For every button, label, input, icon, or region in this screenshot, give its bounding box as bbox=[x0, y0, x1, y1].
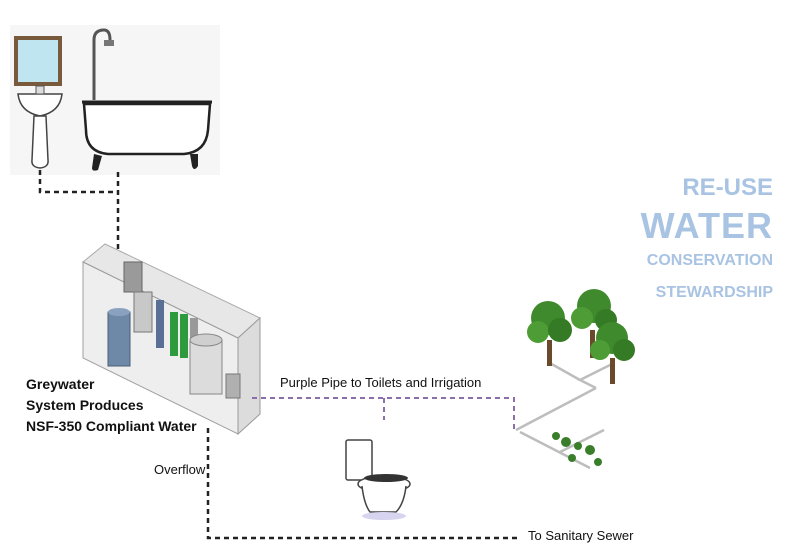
system-caption-line: NSF-350 Compliant Water bbox=[26, 418, 197, 434]
keyword-stewardship: STEWARDSHIP bbox=[655, 284, 773, 301]
system-caption: Greywater System Produces NSF-350 Compli… bbox=[26, 374, 197, 437]
keyword-water: WATER bbox=[640, 205, 773, 246]
tree-icon bbox=[527, 301, 572, 366]
sink-icon bbox=[17, 85, 63, 169]
tree-icon bbox=[571, 289, 617, 358]
tree-icon bbox=[590, 322, 635, 384]
sewer-label: To Sanitary Sewer bbox=[528, 528, 634, 543]
overflow-sewer-line bbox=[206, 428, 520, 540]
greywater-system-unit bbox=[82, 243, 261, 436]
purple-pipe bbox=[252, 397, 515, 430]
purple-pipe-label: Purple Pipe to Toilets and Irrigation bbox=[280, 375, 482, 390]
shrub-icon bbox=[552, 432, 602, 466]
bathtub-icon bbox=[82, 28, 212, 171]
irrigation-lines bbox=[515, 360, 613, 470]
keyword-conservation: CONSERVATION bbox=[646, 252, 773, 269]
keyword-reuse: RE-USE bbox=[682, 174, 773, 201]
overflow-label: Overflow bbox=[154, 462, 206, 477]
drain-lines bbox=[38, 170, 120, 262]
system-caption-line: System Produces bbox=[26, 397, 144, 413]
toilet-icon bbox=[345, 439, 411, 520]
system-caption-line: Greywater bbox=[26, 376, 95, 392]
mirror-icon bbox=[14, 36, 62, 86]
